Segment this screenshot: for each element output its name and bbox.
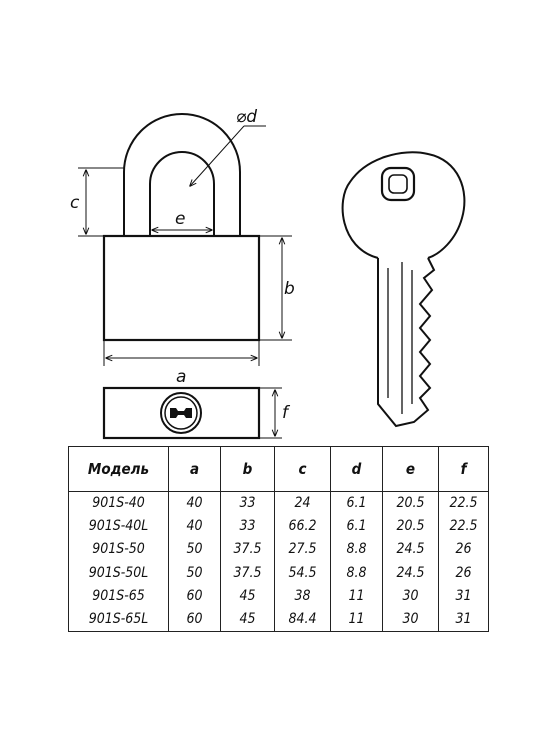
- table-row: 901S-50 50 37.5 27.5 8.8 24.5 26: [68, 538, 489, 562]
- cell-d: 6.1: [330, 515, 383, 539]
- key-blade: [377, 257, 436, 428]
- table-row: 901S-65 60 45 38 11 30 31: [68, 584, 489, 608]
- cell-model: 901S-40L: [68, 515, 169, 539]
- cell-f: 31: [438, 584, 489, 608]
- dimension-a: [103, 340, 260, 366]
- lock-bottom-view: [102, 386, 261, 440]
- header-model: Модель: [68, 446, 169, 492]
- header-e: e: [382, 446, 439, 492]
- table-row: 901S-65L 60 45 84.4 11 30 31: [68, 607, 489, 632]
- cell-d: 8.8: [330, 561, 383, 585]
- cell-f: 22.5: [438, 491, 489, 516]
- header-b: b: [220, 446, 275, 492]
- cell-model: 901S-40: [68, 491, 169, 516]
- cell-d: 11: [330, 607, 383, 632]
- key-bow: [341, 151, 466, 259]
- cell-a: 60: [168, 584, 221, 608]
- table-header-row: Модель a b c d e f: [68, 446, 489, 492]
- cell-b: 45: [220, 607, 275, 632]
- dimension-c-label: c: [70, 193, 80, 213]
- cell-f: 26: [438, 538, 489, 562]
- key-groove: [387, 262, 413, 414]
- header-d: d: [330, 446, 383, 492]
- cell-model: 901S-65L: [68, 607, 169, 632]
- dimension-a-label: a: [176, 367, 186, 387]
- cell-e: 24.5: [382, 561, 439, 585]
- dimension-f: [259, 387, 282, 439]
- dimension-e-label: e: [175, 209, 185, 229]
- cell-a: 60: [168, 607, 221, 632]
- lock-body: [102, 234, 261, 342]
- cell-d: 11: [330, 584, 383, 608]
- cell-e: 30: [382, 584, 439, 608]
- cell-e: 30: [382, 607, 439, 632]
- cell-c: 54.5: [274, 561, 331, 585]
- cell-e: 20.5: [382, 515, 439, 539]
- cell-a: 40: [168, 491, 221, 516]
- cell-f: 31: [438, 607, 489, 632]
- dimension-b: [259, 235, 292, 341]
- cell-c: 84.4: [274, 607, 331, 632]
- cell-b: 45: [220, 584, 275, 608]
- keyhole-icon: [170, 408, 192, 418]
- cell-c: 27.5: [274, 538, 331, 562]
- cell-d: 6.1: [330, 491, 383, 516]
- cell-a: 40: [168, 515, 221, 539]
- cell-model: 901S-50L: [68, 561, 169, 585]
- dimension-b-label: b: [284, 279, 295, 299]
- cell-c: 38: [274, 584, 331, 608]
- cell-b: 37.5: [220, 538, 275, 562]
- cell-e: 20.5: [382, 491, 439, 516]
- dimension-f-label: f: [282, 403, 291, 423]
- cell-f: 26: [438, 561, 489, 585]
- specifications-table: Модель a b c d e f 901S-40 40 33 24 6.1 …: [68, 446, 489, 632]
- shackle: [123, 113, 241, 236]
- cell-model: 901S-50: [68, 538, 169, 562]
- header-f: f: [438, 446, 489, 492]
- cell-e: 24.5: [382, 538, 439, 562]
- table-row: 901S-40 40 33 24 6.1 20.5 22.5: [68, 491, 489, 516]
- table-row: 901S-40L 40 33 66.2 6.1 20.5 22.5: [68, 515, 489, 539]
- padlock-drawing: c e ⌀d b a f: [70, 107, 466, 440]
- key-hole: [380, 166, 416, 202]
- cell-f: 22.5: [438, 515, 489, 539]
- cell-d: 8.8: [330, 538, 383, 562]
- header-c: c: [274, 446, 331, 492]
- dimension-d-leader: [190, 125, 245, 186]
- cell-b: 37.5: [220, 561, 275, 585]
- dimension-d-label: ⌀d: [236, 107, 257, 127]
- table-row: 901S-50L 50 37.5 54.5 8.8 24.5 26: [68, 561, 489, 585]
- cell-c: 24: [274, 491, 331, 516]
- header-a: a: [168, 446, 221, 492]
- cell-model: 901S-65: [68, 584, 169, 608]
- cell-c: 66.2: [274, 515, 331, 539]
- key-illustration: [341, 151, 466, 428]
- cell-a: 50: [168, 561, 221, 585]
- cell-a: 50: [168, 538, 221, 562]
- dimension-c: [78, 167, 124, 237]
- cell-b: 33: [220, 491, 275, 516]
- cell-b: 33: [220, 515, 275, 539]
